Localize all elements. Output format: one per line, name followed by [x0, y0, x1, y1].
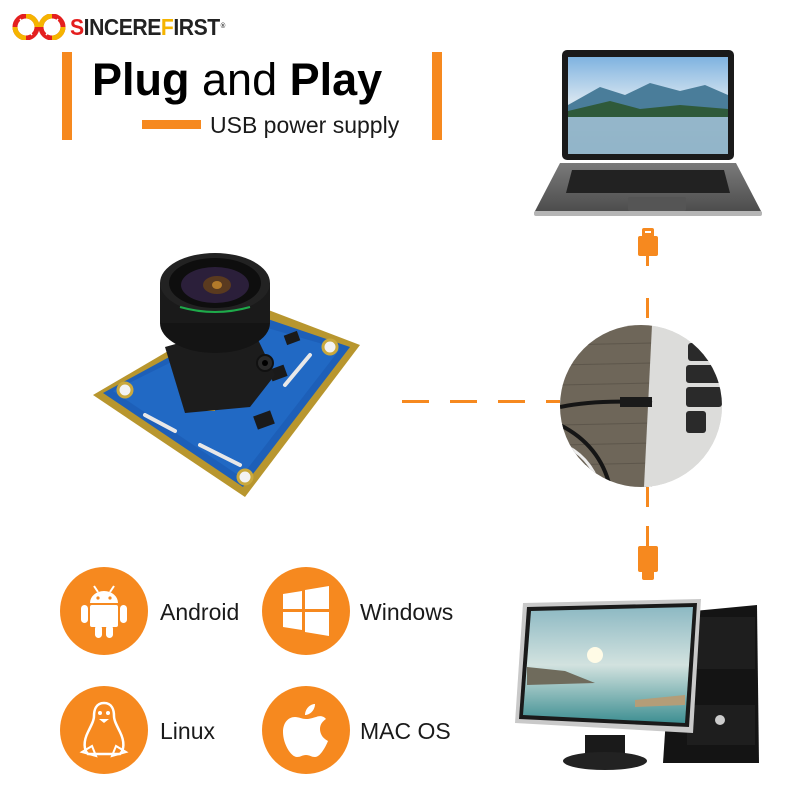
usb-plug-top-tip-icon — [642, 228, 654, 236]
os-label-android: Android — [160, 599, 240, 625]
linux-badge — [60, 686, 148, 774]
android-icon — [81, 585, 127, 638]
os-label-linux: Linux — [160, 718, 215, 744]
page-title: Plug and Play — [92, 52, 382, 108]
logo-letter-f: F — [160, 14, 174, 40]
macos-badge — [262, 686, 350, 774]
desktop-pc-icon — [515, 599, 759, 770]
logo-letter-s: S — [70, 14, 84, 40]
linux-tux-icon — [79, 701, 129, 758]
connector-line — [646, 526, 649, 546]
android-badge — [60, 567, 148, 655]
os-label-macos: MAC OS — [360, 718, 451, 744]
connector-dash — [498, 400, 525, 403]
connector-line — [646, 256, 649, 266]
connector-dash — [546, 400, 560, 403]
usb-plug-top-icon — [638, 236, 658, 256]
windows-badge — [262, 567, 350, 655]
title-word-play: Play — [289, 54, 383, 105]
laptop-icon — [534, 50, 762, 216]
connector-line — [646, 487, 649, 507]
title-left-bar — [62, 52, 72, 140]
registered-mark: ® — [220, 23, 226, 30]
subtitle-accent-bar — [142, 120, 201, 129]
apple-icon — [283, 704, 328, 757]
subtitle: USB power supply — [210, 112, 400, 138]
logo-text-incere: INCERE — [83, 14, 162, 40]
connector-dash — [450, 400, 477, 403]
logo-mark-icon — [12, 14, 66, 40]
title-right-bar — [432, 52, 442, 140]
usb-plug-bottom-icon — [638, 546, 658, 572]
usb-cable-photo-icon — [560, 325, 722, 487]
logo-wordmark: SINCEREFIRST® — [70, 14, 225, 40]
windows-icon — [283, 586, 329, 636]
brand-logo: SINCEREFIRST® — [12, 14, 238, 40]
title-word-and: and — [202, 54, 278, 105]
connector-dash — [402, 400, 429, 403]
usb-plug-bottom-tip-icon — [642, 572, 654, 580]
title-word-plug: Plug — [92, 54, 190, 105]
logo-text-irst: IRST — [173, 14, 220, 40]
os-label-windows: Windows — [360, 599, 454, 625]
connector-line — [646, 298, 649, 318]
usb-camera-module-icon — [93, 253, 360, 497]
